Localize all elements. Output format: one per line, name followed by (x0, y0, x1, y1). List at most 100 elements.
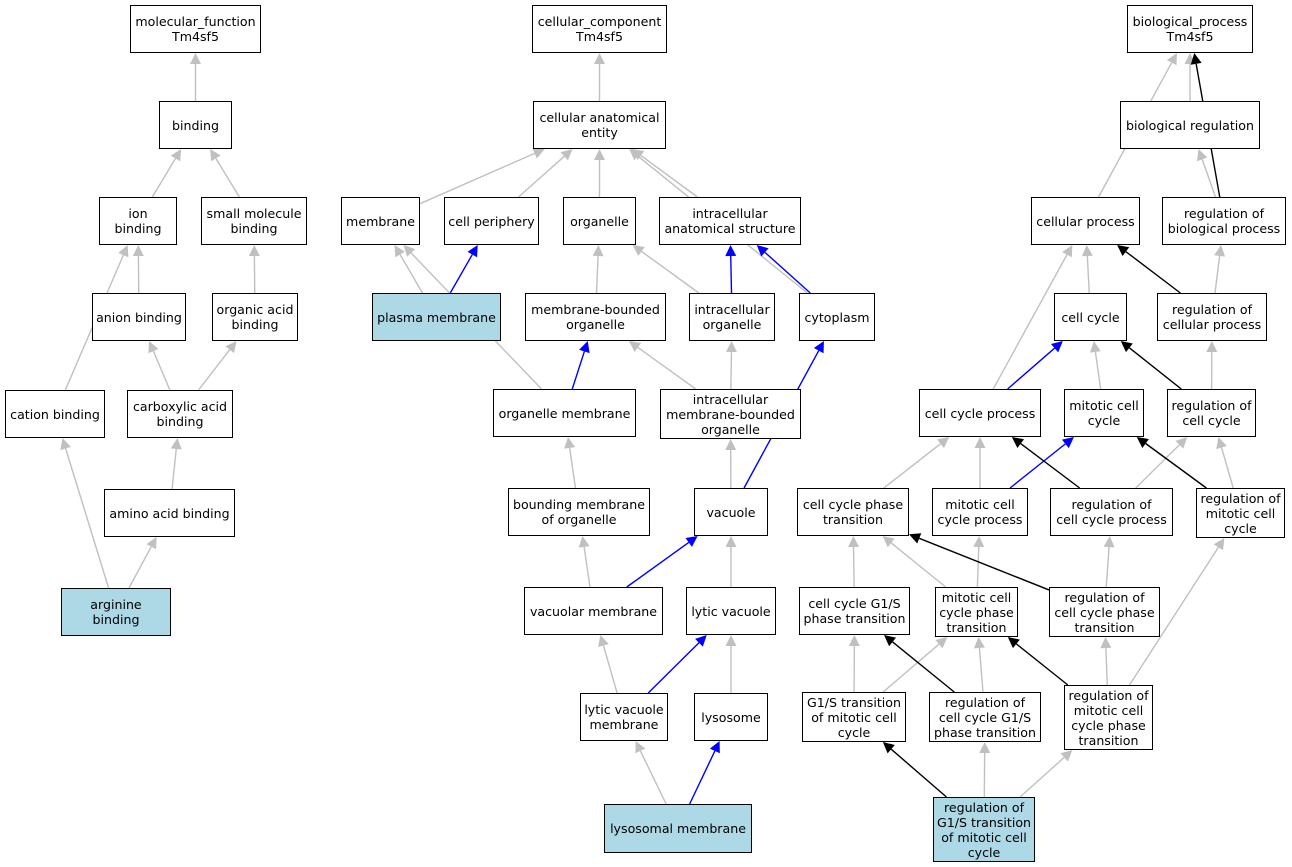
node-cytoplasm[interactable]: cytoplasm (799, 293, 875, 341)
edge-arrowhead-mitotic_cell_cycle-to-cell_cycle (1089, 341, 1101, 353)
edge-is_a-regulation_phase_transition-to-regulation_cell_cycle_process (1105, 546, 1110, 588)
edge-is_a-cell_periphery-to-cellular_anatomical_entity (518, 155, 565, 198)
node-cell-periphery[interactable]: cell periphery (444, 197, 539, 245)
edge-arrowhead-intracellular_organelle-to-organelle (632, 245, 645, 256)
edge-arrowhead-intracellular_mb_organelle-to-membrane_bounded_organelle (628, 341, 642, 352)
node-regulation-cellular-process[interactable]: regulation of cellular process (1157, 293, 1267, 341)
edge-arrowhead-regulation_phase_transition-to-cell_cycle_phase_transition (909, 533, 922, 544)
node-mitotic-phase-transition[interactable]: mitotic cell cycle phase transition (935, 587, 1018, 637)
edge-arrowhead-regulation_mitotic_cell_cycle-to-mitotic_cell_cycle (1136, 437, 1149, 448)
edge-arrowhead-organelle-to-cellular_anatomical_entity (594, 149, 605, 160)
edge-regulates-regulation_cell_cycle-to-cell_cycle (1128, 347, 1182, 390)
node-plasma-membrane[interactable]: plasma membrane (372, 293, 501, 341)
edge-arrowhead-plasma_membrane-to-membrane (394, 245, 405, 258)
node-intracellular-organelle[interactable]: intracellular organelle (689, 293, 775, 341)
node-membrane[interactable]: membrane (341, 197, 420, 245)
node-g1s-mitotic[interactable]: G1/S transition of mitotic cell cycle (802, 692, 906, 742)
edge-arrowhead-carboxylic_acid_binding-to-anion_binding (148, 341, 159, 354)
node-mitotic-cell-cycle-process[interactable]: mitotic cell cycle process (932, 488, 1028, 536)
node-cellular-process[interactable]: cellular process (1031, 197, 1140, 245)
edge-arrowhead-regulation_cell_cycle-to-cell_cycle (1120, 341, 1133, 353)
edge-is_a-regulation_g1s-to-mitotic_phase_transition (978, 647, 984, 693)
node-cellular-anatomical-entity[interactable]: cellular anatomical entity (533, 101, 666, 149)
node-regulation-biological-process[interactable]: regulation of biological process (1162, 197, 1286, 245)
node-mf-root[interactable]: molecular_function Tm4sf5 (130, 5, 261, 53)
node-regulation-cell-cycle[interactable]: regulation of cell cycle (1167, 389, 1256, 437)
node-vacuolar-membrane[interactable]: vacuolar membrane (524, 587, 663, 635)
node-binding[interactable]: binding (159, 101, 232, 149)
edge-arrowhead-organic_acid_binding-to-small_molecule_binding (248, 245, 260, 257)
edge-is_a-cell_cycle_phase_transition-to-cell_cycle_process (883, 443, 941, 489)
edge-is_a-membrane_bounded_organelle-to-organelle (595, 255, 599, 294)
edge-is_a-carboxylic_acid_binding-to-anion_binding (152, 350, 171, 391)
node-intracellular-anatomical-structure[interactable]: intracellular anatomical structure (659, 197, 801, 245)
node-amino-acid-binding[interactable]: amino acid binding (104, 489, 235, 537)
node-cc-root[interactable]: cellular_component Tm4sf5 (532, 5, 667, 53)
node-vacuole[interactable]: vacuole (694, 488, 768, 536)
node-bp-root[interactable]: biological_process Tm4sf5 (1127, 5, 1253, 53)
node-regulation-mitotic-cell-cycle[interactable]: regulation of mitotic cell cycle (1196, 488, 1285, 538)
edge-arrowhead-mitotic_phase_transition-to-cell_cycle_phase_transition (882, 536, 895, 548)
edge-is_a-mitotic_phase_transition-to-mitotic_cell_cycle_process (976, 546, 980, 588)
node-ion-binding[interactable]: ion binding (99, 197, 177, 245)
edge-arrowhead-cytoplasm-to-intracellular_anatomical_structure (756, 245, 769, 257)
node-regulation-g1s[interactable]: regulation of cell cycle G1/S phase tran… (929, 692, 1041, 742)
edge-arrowhead-regulation_cell_cycle-to-regulation_cellular_process (1206, 341, 1218, 353)
node-cell-cycle-phase-transition[interactable]: cell cycle phase transition (797, 488, 909, 536)
node-membrane-bounded-organelle[interactable]: membrane-bounded organelle (525, 293, 666, 341)
edge-is_a-regulation_mitotic_cell_cycle-to-regulation_cell_cycle (1220, 447, 1234, 489)
node-lytic-vacuole[interactable]: lytic vacuole (686, 587, 776, 635)
node-cell-cycle[interactable]: cell cycle (1054, 293, 1127, 341)
edge-arrowhead-small_molecule_binding-to-binding (210, 149, 221, 162)
edge-part_of-cytoplasm-to-intracellular_anatomical_structure (764, 251, 811, 294)
node-carboxylic-acid-binding[interactable]: carboxylic acid binding (127, 390, 233, 438)
node-cation-binding[interactable]: cation binding (5, 390, 105, 438)
edge-is_a-regulation_mitotic_phase_transition-to-regulation_phase_transition (1105, 647, 1108, 686)
edge-is_a-regulation_cell_cycle_process-to-regulation_cell_cycle (1135, 444, 1180, 489)
edge-arrowhead-intracellular_organelle-to-intracellular_anatomical_structure (725, 245, 737, 257)
edge-arrowhead-mitotic_cell_cycle_process-to-cell_cycle_process (974, 437, 986, 448)
node-anion-binding[interactable]: anion binding (92, 293, 186, 341)
node-cell-cycle-g1s[interactable]: cell cycle G1/S phase transition (799, 587, 910, 635)
node-lytic-vacuole-membrane[interactable]: lytic vacuole membrane (580, 693, 668, 741)
node-lysosomal-membrane[interactable]: lysosomal membrane (604, 804, 752, 853)
edge-is_a-cell_cycle_g1s-to-cell_cycle_phase_transition (852, 546, 855, 588)
node-small-molecule-binding[interactable]: small molecule binding (201, 197, 307, 245)
edge-is_a-ion_binding-to-binding (151, 158, 177, 198)
edge-arrowhead-lytic_vacuole-to-vacuole (725, 536, 737, 547)
node-regulation-g1s-mitotic[interactable]: regulation of G1/S transition of mitotic… (933, 797, 1035, 862)
edge-arrowhead-cellular_anatomical_entity-to-cc_root (594, 53, 605, 64)
edge-arrowhead-cell_cycle_process-to-cellular_process (1062, 245, 1073, 258)
edge-arrowhead-arginine_binding-to-amino_acid_binding (146, 537, 157, 550)
edge-is_a-intracellular_organelle-to-organelle (641, 250, 700, 294)
edge-part_of-mitotic_cell_cycle_process-to-mitotic_cell_cycle (1009, 443, 1066, 489)
node-bounding-membrane[interactable]: bounding membrane of organelle (508, 488, 650, 536)
edge-arrowhead-regulation_g1s-to-mitotic_phase_transition (973, 637, 985, 649)
edge-regulates-regulation_phase_transition-to-cell_cycle_phase_transition (918, 537, 1050, 591)
edge-arrowhead-g1s_mitotic-to-cell_cycle_g1s (848, 635, 860, 647)
node-mitotic-cell-cycle[interactable]: mitotic cell cycle (1064, 389, 1144, 437)
edge-arrowhead-plasma_membrane-to-cell_periphery (467, 245, 478, 258)
node-arginine-binding[interactable]: arginine binding (61, 588, 171, 636)
node-organic-acid-binding[interactable]: organic acid binding (212, 293, 298, 341)
edge-arrowhead-vacuolar_membrane-to-vacuole (685, 536, 698, 547)
node-regulation-phase-transition[interactable]: regulation of cell cycle phase transitio… (1049, 587, 1160, 637)
edge-is_a-arginine_binding-to-cation_binding (64, 448, 110, 589)
node-organelle-membrane[interactable]: organelle membrane (493, 389, 636, 437)
node-regulation-cell-cycle-process[interactable]: regulation of cell cycle process (1050, 488, 1173, 536)
node-biological-regulation[interactable]: biological regulation (1120, 101, 1260, 149)
node-organelle[interactable]: organelle (563, 197, 636, 245)
edge-regulates-regulation_g1s-to-cell_cycle_g1s (892, 641, 955, 693)
edge-regulates-regulation_cell_cycle_process-to-cell_cycle_process (1020, 443, 1081, 489)
edge-is_a-regulation_mitotic_phase_transition-to-regulation_mitotic_cell_cycle (1128, 546, 1219, 686)
edge-is_a-arginine_binding-to-amino_acid_binding (128, 546, 152, 589)
edge-is_a-small_molecule_binding-to-binding (215, 158, 240, 198)
node-regulation-mitotic-phase-transition[interactable]: regulation of mitotic cell cycle phase t… (1064, 685, 1153, 750)
edge-arrowhead-vacuolar_membrane-to-bounding_membrane (578, 536, 590, 548)
edge-regulates-regulation_cellular_process-to-cellular_process (1125, 251, 1181, 294)
node-intracellular-mb-organelle[interactable]: intracellular membrane-bounded organelle (660, 389, 801, 439)
edge-arrowhead-amino_acid_binding-to-carboxylic_acid_binding (170, 438, 182, 450)
node-cell-cycle-process[interactable]: cell cycle process (919, 389, 1041, 437)
node-lysosome[interactable]: lysosome (694, 693, 768, 741)
edge-arrowhead-regulation_mitotic_phase_transition-to-mitotic_phase_transition (1007, 637, 1020, 649)
